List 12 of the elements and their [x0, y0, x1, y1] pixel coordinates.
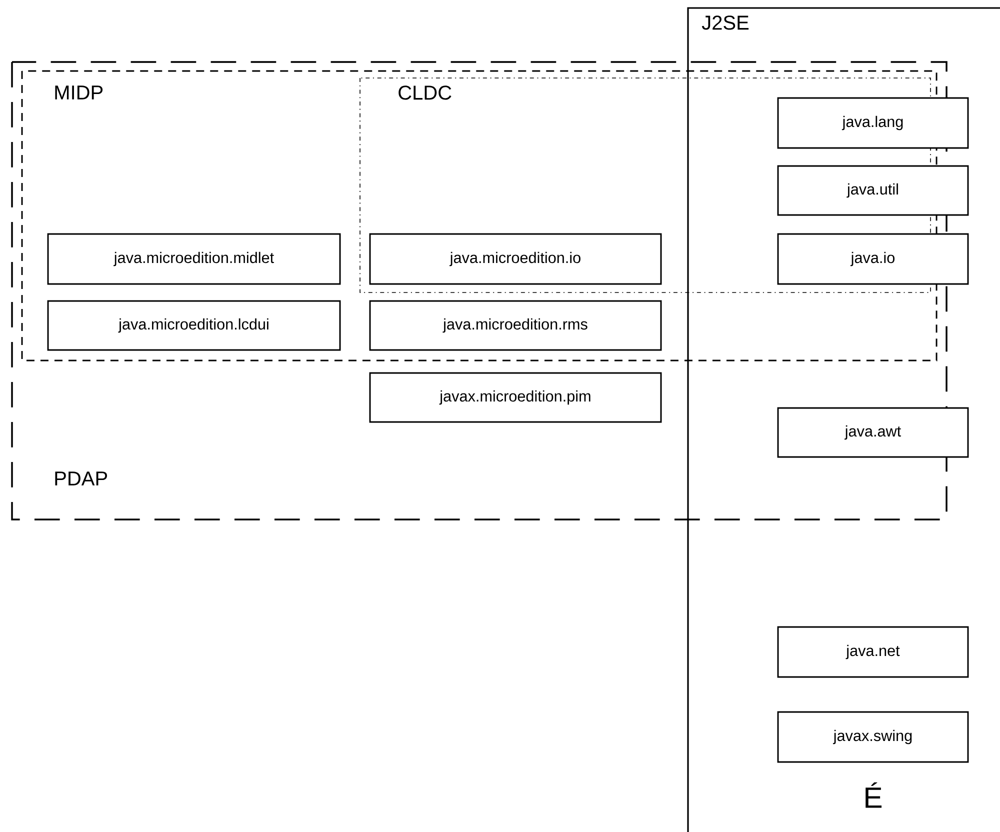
package-box: java.microedition.midlet: [47, 233, 341, 285]
package-box: java.microedition.rms: [369, 300, 662, 351]
package-box: javax.microedition.pim: [369, 372, 662, 423]
package-box: java.io: [777, 233, 969, 285]
package-box: javax.swing: [777, 711, 969, 763]
package-box: java.microedition.lcdui: [47, 300, 341, 351]
package-box: java.lang: [777, 97, 969, 149]
beside-text: É: [866, 782, 882, 808]
package-box: java.microedition.io: [369, 233, 662, 285]
package-box: java.net: [777, 626, 969, 678]
package-box: java.awt: [777, 407, 969, 458]
package-box: java.util: [777, 165, 969, 216]
